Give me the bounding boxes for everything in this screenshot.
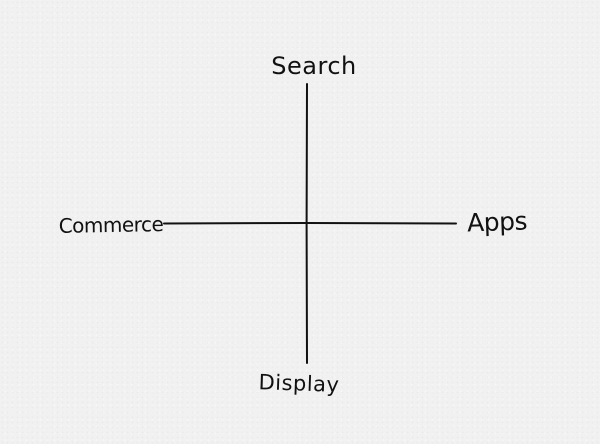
top-axis-label: Search [271, 52, 357, 80]
horizontal-axis-line [163, 221, 457, 225]
left-axis-label: Commerce [58, 212, 164, 238]
bottom-axis-label: Display [258, 370, 340, 397]
right-axis-label: Apps [466, 206, 528, 238]
